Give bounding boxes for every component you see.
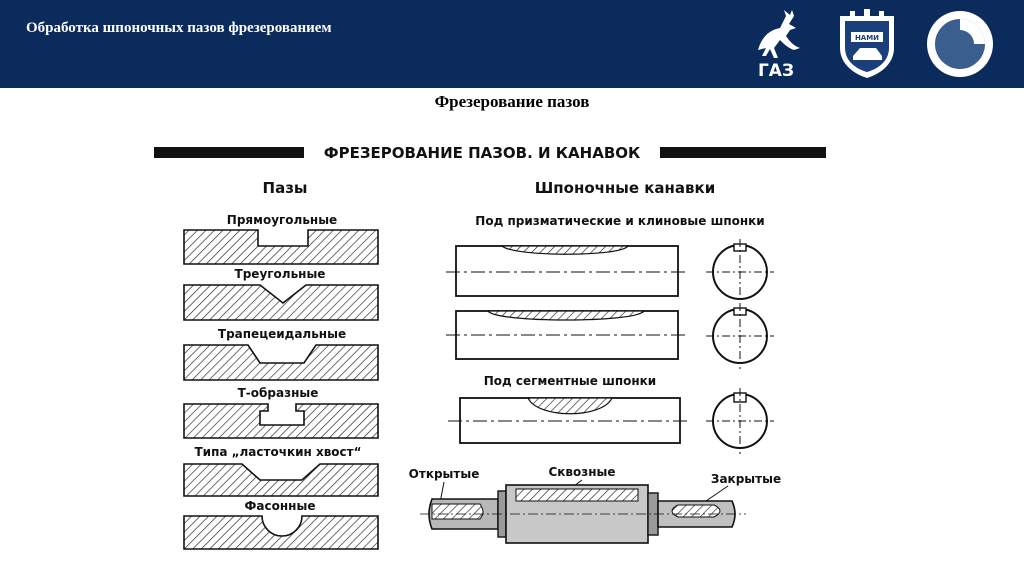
banner-bar-left: [154, 147, 304, 158]
gaz-logo-text: ГАЗ: [758, 61, 794, 81]
segment-caption: Под сегментные шпонки: [484, 374, 656, 388]
shaft-section-2: [706, 303, 774, 369]
slide-subtitle: Фрезерование пазов: [434, 92, 590, 111]
slot-label-t-shaped: Т-образные: [238, 386, 319, 400]
left-heading: Пазы: [263, 179, 308, 197]
shaft-prismatic-2: [446, 310, 688, 360]
slot-label-dovetail: Типа „ласточкин хвост“: [194, 445, 361, 459]
gaz-deer-logo-icon: ГАЗ: [758, 10, 800, 81]
slot-rectangular-profile: [183, 229, 379, 265]
slot-trapezoidal-profile: [183, 344, 379, 381]
label-open: Открытые: [409, 467, 480, 481]
shaft-section-1: [706, 239, 774, 305]
nami-shield-logo-icon: НАМИ: [840, 9, 894, 78]
slot-t-shaped-profile: [183, 403, 379, 439]
nami-logo-text: НАМИ: [855, 34, 879, 42]
circle-emblem-icon: [927, 11, 993, 77]
slot-label-rectangular: Прямоугольные: [227, 213, 337, 227]
slot-dovetail-profile: [183, 463, 379, 497]
banner-bar-right: [660, 147, 826, 158]
shaft-section-3: [706, 388, 774, 454]
shaft-segment: [448, 397, 690, 444]
label-through: Сквозные: [548, 465, 615, 479]
slot-triangular-profile: [183, 284, 379, 321]
prismatic-caption: Под призматические и клиновые шпонки: [475, 214, 764, 228]
milling-slots-diagram: ФРЕЗЕРОВАНИЕ ПАЗОВ. И КАНАВОК Пазы Шпоно…: [154, 144, 826, 550]
slot-label-triangular: Треугольные: [235, 267, 326, 281]
stepped-shaft: [420, 479, 746, 544]
slot-shaped-profile: [183, 515, 379, 550]
right-heading: Шпоночные канавки: [535, 179, 715, 197]
slot-label-trapezoidal: Трапецеидальные: [218, 327, 346, 341]
slot-label-shaped: Фасонные: [245, 499, 316, 513]
banner-title: ФРЕЗЕРОВАНИЕ ПАЗОВ. И КАНАВОК: [324, 144, 641, 162]
slide-header-title: Обработка шпоночных пазов фрезерованием: [26, 20, 332, 36]
header-bar: Обработка шпоночных пазов фрезерованием …: [0, 0, 1024, 88]
shaft-prismatic-1: [446, 245, 688, 297]
label-closed: Закрытые: [711, 472, 781, 486]
